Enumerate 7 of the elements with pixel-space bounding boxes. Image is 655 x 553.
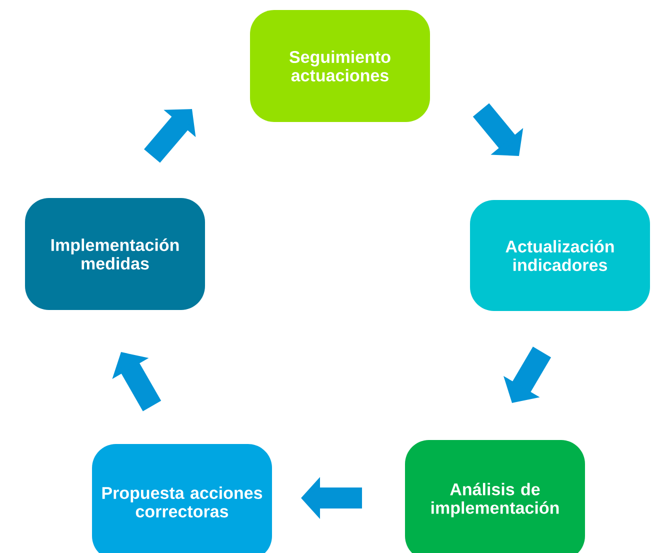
arrow (472, 103, 524, 156)
arrow (112, 352, 162, 412)
process-box: Propuesta acciones correctoras (92, 444, 272, 553)
process-box: Actualización indicadores (470, 200, 650, 311)
process-box: Análisis de implementación (405, 440, 585, 553)
process-box: Seguimiento actuaciones (250, 10, 430, 122)
process-box: Implementación medidas (25, 198, 205, 310)
